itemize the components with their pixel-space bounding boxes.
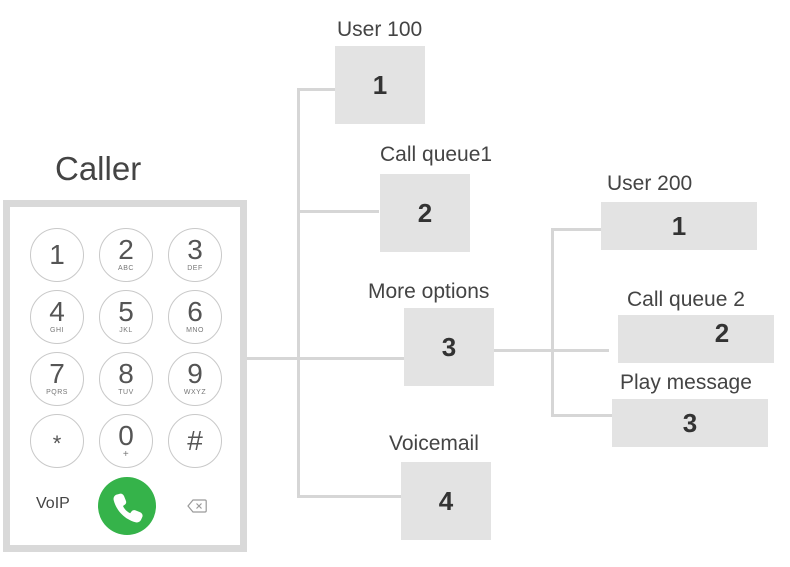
key-letters: ABC bbox=[118, 265, 134, 272]
menu-option-1: 1 bbox=[335, 46, 425, 124]
menu-option-2: 2 bbox=[380, 174, 470, 252]
connector-line bbox=[297, 357, 404, 360]
key-letters: GHI bbox=[50, 327, 64, 334]
key-digit: * bbox=[52, 431, 62, 456]
keypad-key-1[interactable]: 1 bbox=[30, 228, 84, 282]
key-letters: WXYZ bbox=[183, 389, 207, 396]
keypad-key-7[interactable]: 7 PQRS bbox=[30, 352, 84, 406]
key-digit: 9 bbox=[187, 358, 203, 389]
keypad-key-9[interactable]: 9 WXYZ bbox=[168, 352, 222, 406]
key-digit: 3 bbox=[187, 234, 203, 265]
connector-line bbox=[551, 414, 612, 417]
delete-button[interactable] bbox=[187, 499, 207, 513]
key-letters: TUV bbox=[118, 389, 134, 396]
option-label-more-options: More options bbox=[368, 280, 490, 303]
keypad-key-4[interactable]: 4 GHI bbox=[30, 290, 84, 344]
key-letters: PQRS bbox=[46, 389, 68, 396]
keypad-key-5[interactable]: 5 JKL bbox=[99, 290, 153, 344]
keypad-key-6[interactable]: 6 MNO bbox=[168, 290, 222, 344]
keypad-key-hash[interactable]: # bbox=[168, 414, 222, 468]
connector-line bbox=[297, 210, 379, 213]
key-letters: JKL bbox=[119, 327, 133, 334]
connector-line bbox=[551, 228, 554, 417]
menu-option-3: 3 bbox=[404, 308, 494, 386]
voip-label: VoIP bbox=[36, 495, 70, 512]
key-digit: 8 bbox=[118, 358, 134, 389]
connector-line bbox=[297, 88, 300, 498]
key-digit: 0 bbox=[118, 420, 134, 451]
key-digit: 4 bbox=[49, 296, 65, 327]
phone-icon bbox=[113, 493, 143, 523]
caller-title: Caller bbox=[55, 150, 142, 187]
keypad-key-8[interactable]: 8 TUV bbox=[99, 352, 153, 406]
submenu-option-3: 3 bbox=[612, 399, 768, 447]
option-label-call-queue1: Call queue1 bbox=[380, 143, 493, 166]
key-digit: 2 bbox=[118, 234, 134, 265]
key-letters: MNO bbox=[186, 327, 204, 334]
keypad-key-0[interactable]: 0 + bbox=[99, 414, 153, 468]
connector-line bbox=[247, 357, 297, 360]
option-label-voicemail: Voicemail bbox=[389, 432, 479, 455]
key-letters: DEF bbox=[187, 265, 203, 272]
keypad-key-star[interactable]: * bbox=[30, 414, 84, 468]
option-label-user-100: User 100 bbox=[337, 18, 423, 41]
connector-line bbox=[551, 228, 601, 231]
keypad-key-2[interactable]: 2 ABC bbox=[99, 228, 153, 282]
key-digit: 1 bbox=[49, 239, 65, 270]
key-digit: 6 bbox=[187, 296, 203, 327]
key-digit: # bbox=[187, 425, 203, 456]
submenu-option-1: 1 bbox=[601, 202, 757, 250]
backspace-icon bbox=[187, 499, 207, 513]
option-label-play-message: Play message bbox=[620, 371, 752, 394]
keypad-key-3[interactable]: 3 DEF bbox=[168, 228, 222, 282]
menu-option-4: 4 bbox=[401, 462, 491, 540]
submenu-option-2: 2 bbox=[618, 315, 774, 363]
key-digit: 5 bbox=[118, 296, 134, 327]
connector-line bbox=[297, 88, 335, 91]
call-button[interactable] bbox=[98, 477, 156, 535]
connector-line bbox=[297, 495, 401, 498]
key-digit: 7 bbox=[49, 358, 65, 389]
key-letters: + bbox=[122, 449, 130, 460]
option-label-call-queue-2: Call queue 2 bbox=[627, 288, 745, 311]
option-label-user-200: User 200 bbox=[607, 172, 693, 195]
